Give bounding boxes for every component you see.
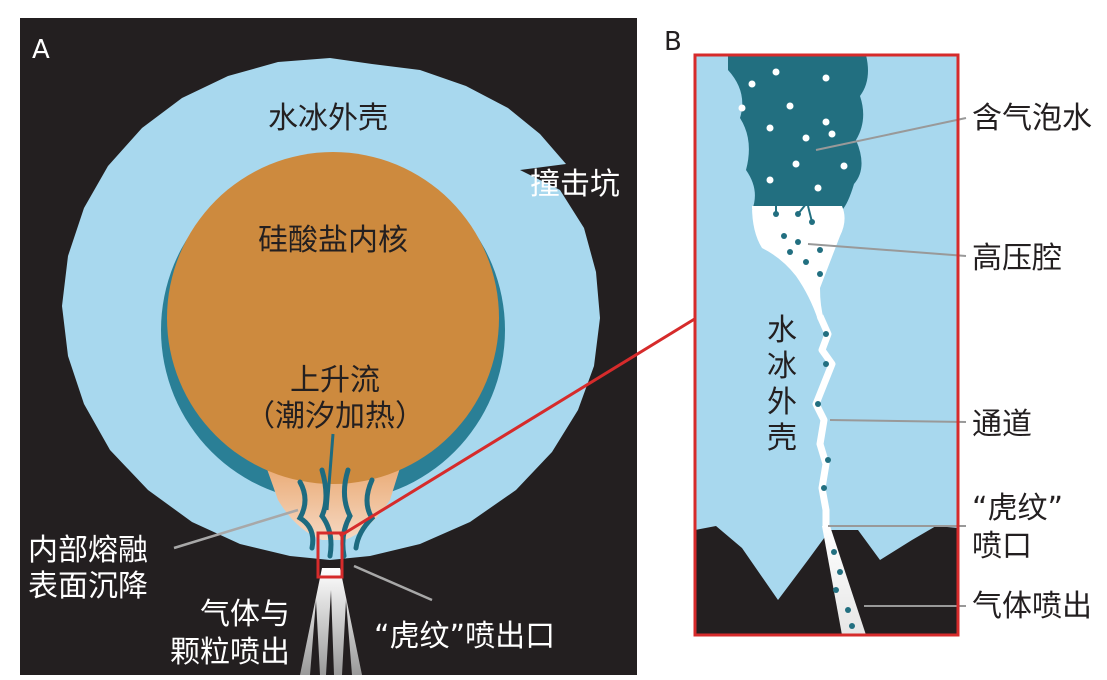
panel-b-pointers [807,117,967,607]
label-gas-line2: 颗粒喷出 [170,635,290,670]
label-melt-line2: 表面沉降 [28,569,148,604]
label-gas-line1: 气体与 [200,597,290,632]
panel-b: B [664,27,1092,637]
vent-pointer [353,564,433,602]
panel-a-letter: A [32,35,50,65]
panel-a: A 水冰外壳 撞击坑 硅酸盐内核 上升流 [20,18,707,675]
plume-gaps [310,590,352,675]
vent-highlight-box [316,531,344,579]
panel-b-letter: B [664,27,682,57]
label-chamber: 高压腔 [972,241,1062,276]
label-vent-b-line2: 喷口 [972,529,1032,564]
label-crater: 撞击坑 [530,167,620,202]
panel-b-surface [695,526,958,635]
label-ice-shell: 水冰外壳 [268,101,388,136]
label-upwelling-line2: （潮汐加热） [245,399,425,434]
conduit [812,314,836,528]
bubbles [738,68,848,192]
particles [773,211,855,629]
upwelling-pointer [325,433,335,511]
label-channel: 通道 [972,407,1032,442]
zoom-line-top [339,310,707,538]
melt-pointer [173,508,299,550]
label-gas-out: 气体喷出 [972,589,1092,624]
channel-pointer [829,419,967,423]
bubbly-pointer [815,117,967,151]
label-shell-char-4: 壳 [767,421,797,456]
pressure-chamber [752,206,845,320]
silicate-core [167,152,499,484]
label-core: 硅酸盐内核 [258,223,408,258]
label-vent: “虎纹”喷出口 [374,619,555,654]
label-upwelling-line1: 上升流 [290,363,380,398]
bubbly-water [728,55,868,210]
label-bubbly-water: 含气泡水 [972,101,1092,136]
label-melt-line1: 内部熔融 [28,533,148,568]
panel-b-frame [693,53,960,637]
label-shell-char-3: 外 [767,385,797,420]
label-shell-char-1: 水 [767,313,797,348]
label-vent-b-line1: “虎纹” [972,491,1063,526]
label-shell-char-2: 冰 [767,349,797,384]
bubble-stems [775,202,813,223]
chamber-pointer [807,243,967,257]
